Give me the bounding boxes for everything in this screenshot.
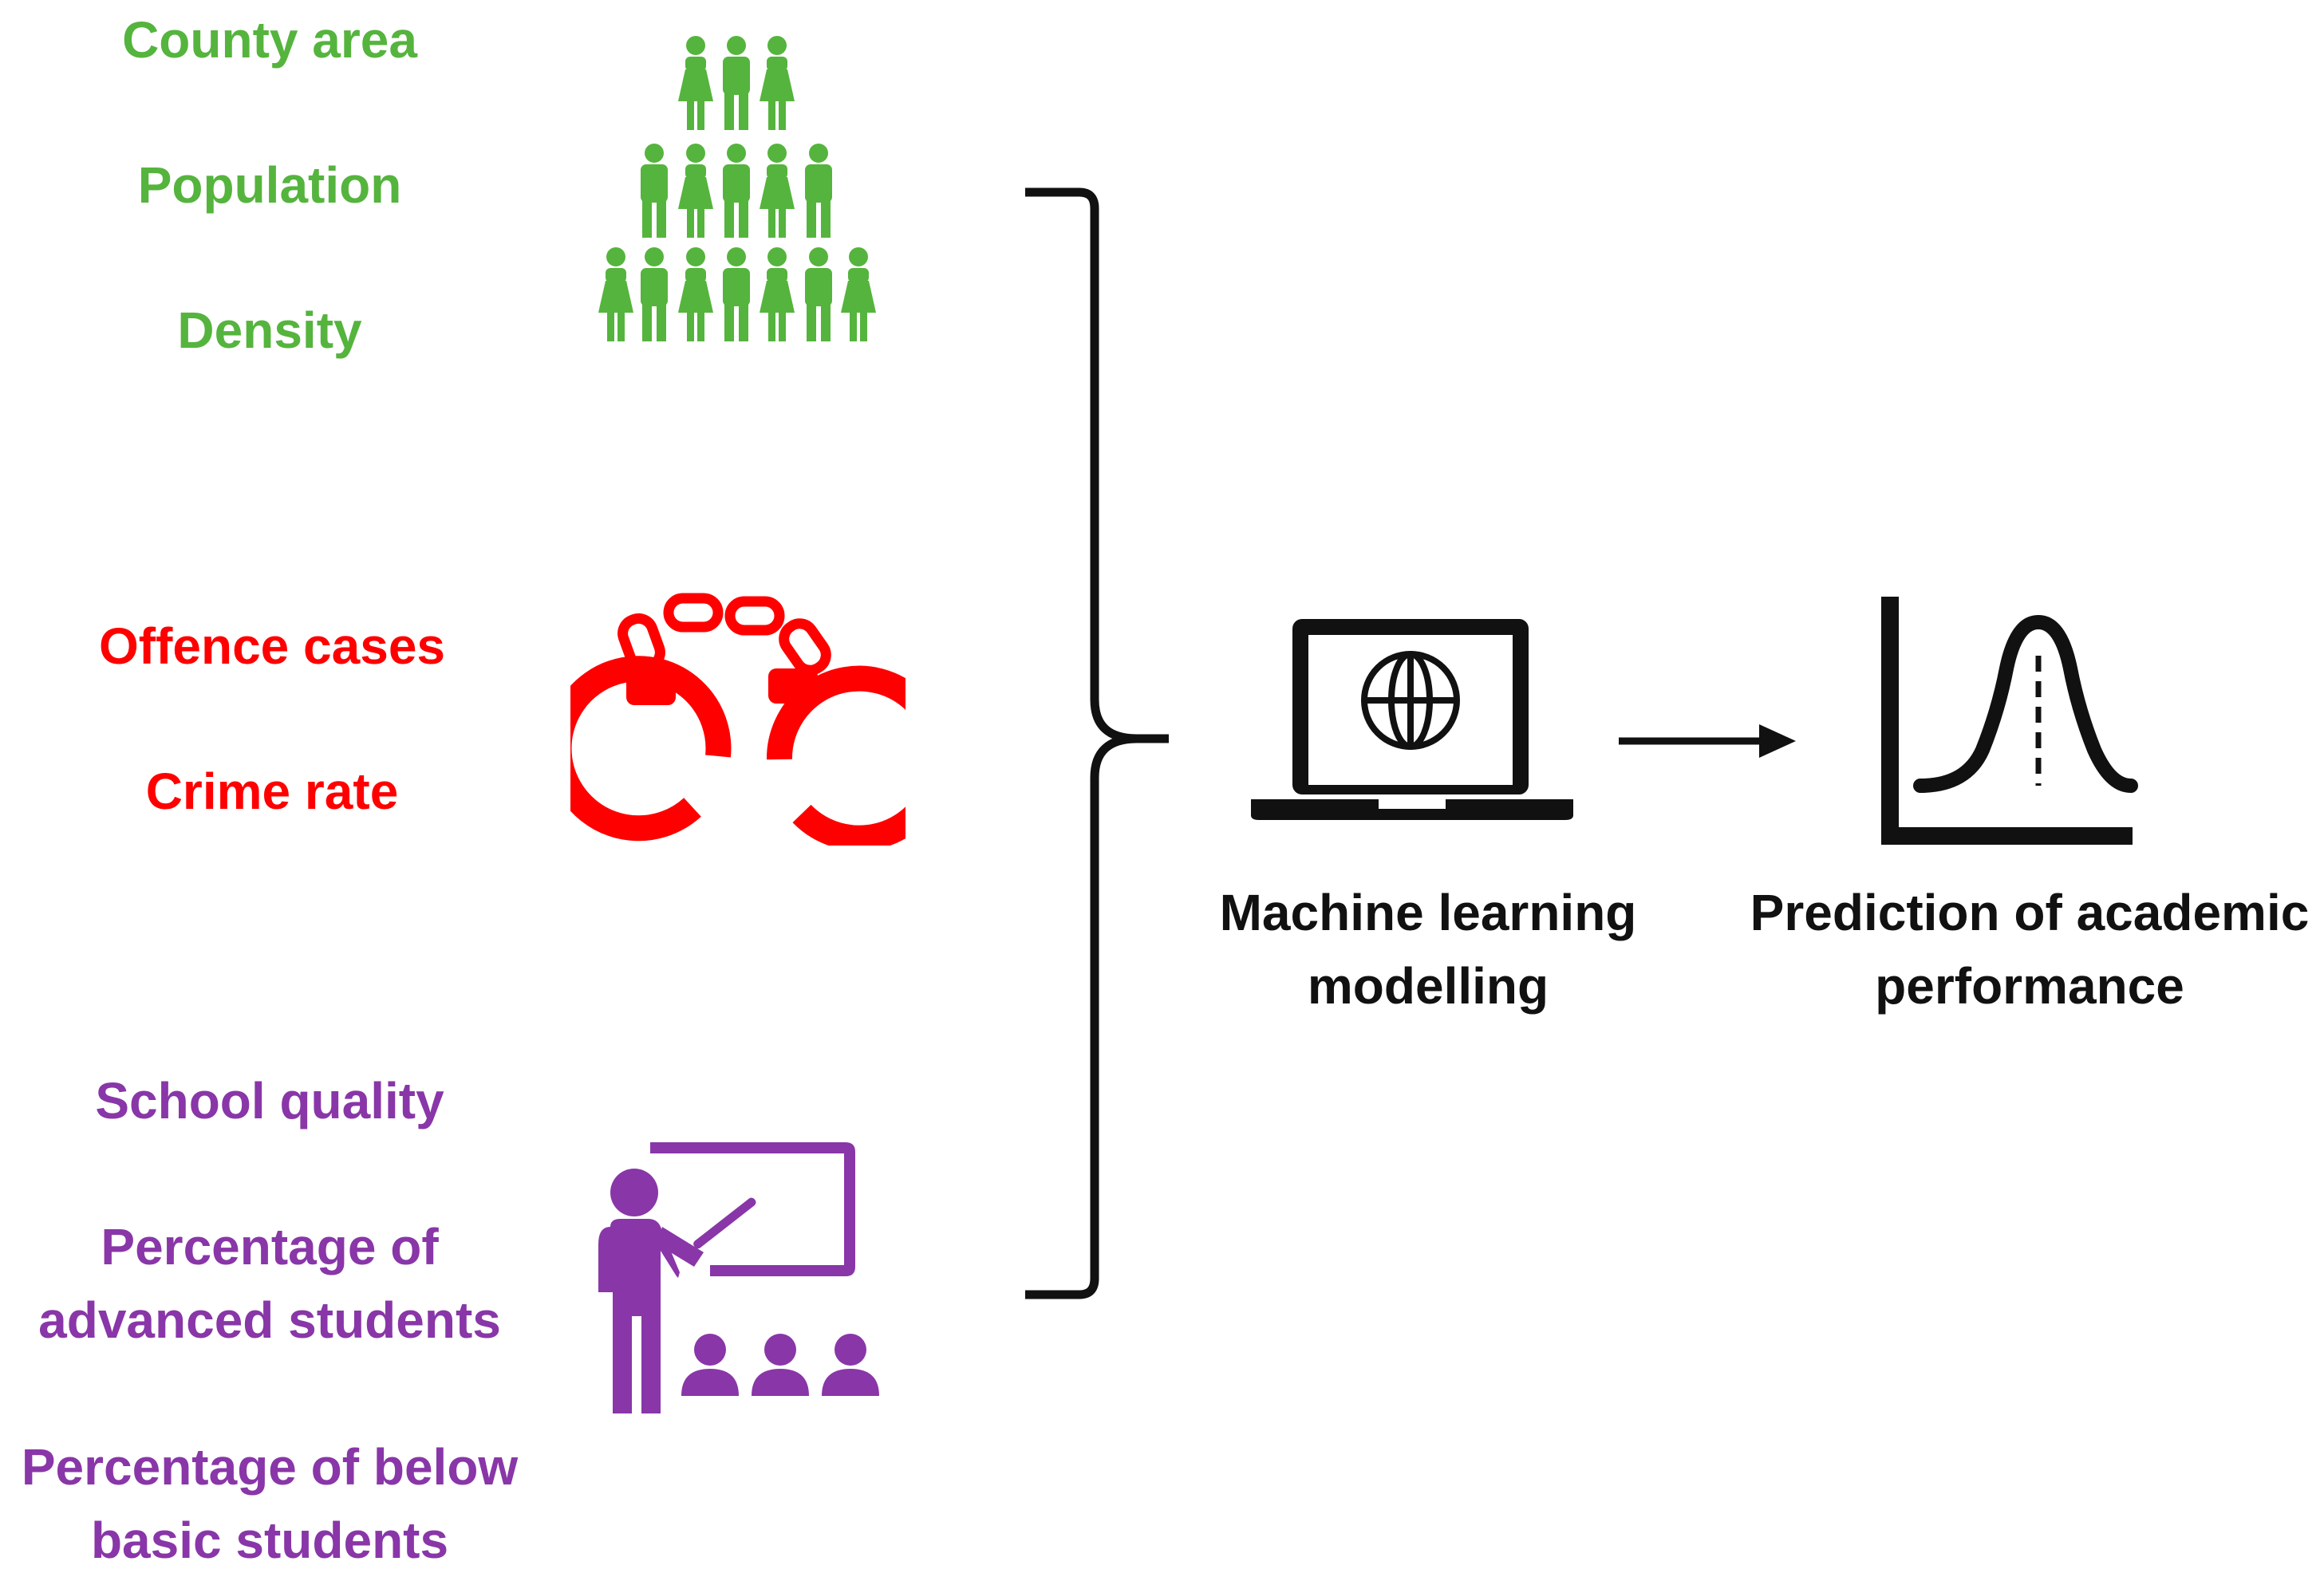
- laptop-globe-icon: [1245, 614, 1580, 822]
- bell-curve-chart-icon: [1879, 590, 2142, 846]
- label-below-basic-line1: Percentage of below: [21, 1438, 519, 1496]
- label-county-area: County area: [122, 11, 417, 69]
- label-crime-rate: Crime rate: [145, 763, 399, 820]
- label-output-line2: performance: [1875, 957, 2184, 1015]
- teacher-classroom-icon: [574, 1133, 894, 1420]
- label-density: Density: [177, 302, 362, 359]
- handcuffs-icon: [570, 590, 906, 846]
- people-pyramid-icon: [586, 24, 890, 351]
- right-arrow-icon: [1616, 721, 1799, 761]
- right-curly-brace-icon: [1017, 187, 1177, 1304]
- label-output-line1: Prediction of academic: [1750, 884, 2310, 941]
- label-school-quality: School quality: [95, 1072, 444, 1130]
- label-population: Population: [137, 156, 402, 214]
- label-model-line1: Machine learning: [1219, 884, 1637, 941]
- label-model-line2: modelling: [1307, 957, 1549, 1015]
- label-advanced-line1: Percentage of: [101, 1218, 439, 1275]
- label-below-basic-line2: basic students: [90, 1512, 449, 1569]
- label-offence-cases: Offence cases: [98, 617, 446, 675]
- label-advanced-line2: advanced students: [38, 1291, 501, 1349]
